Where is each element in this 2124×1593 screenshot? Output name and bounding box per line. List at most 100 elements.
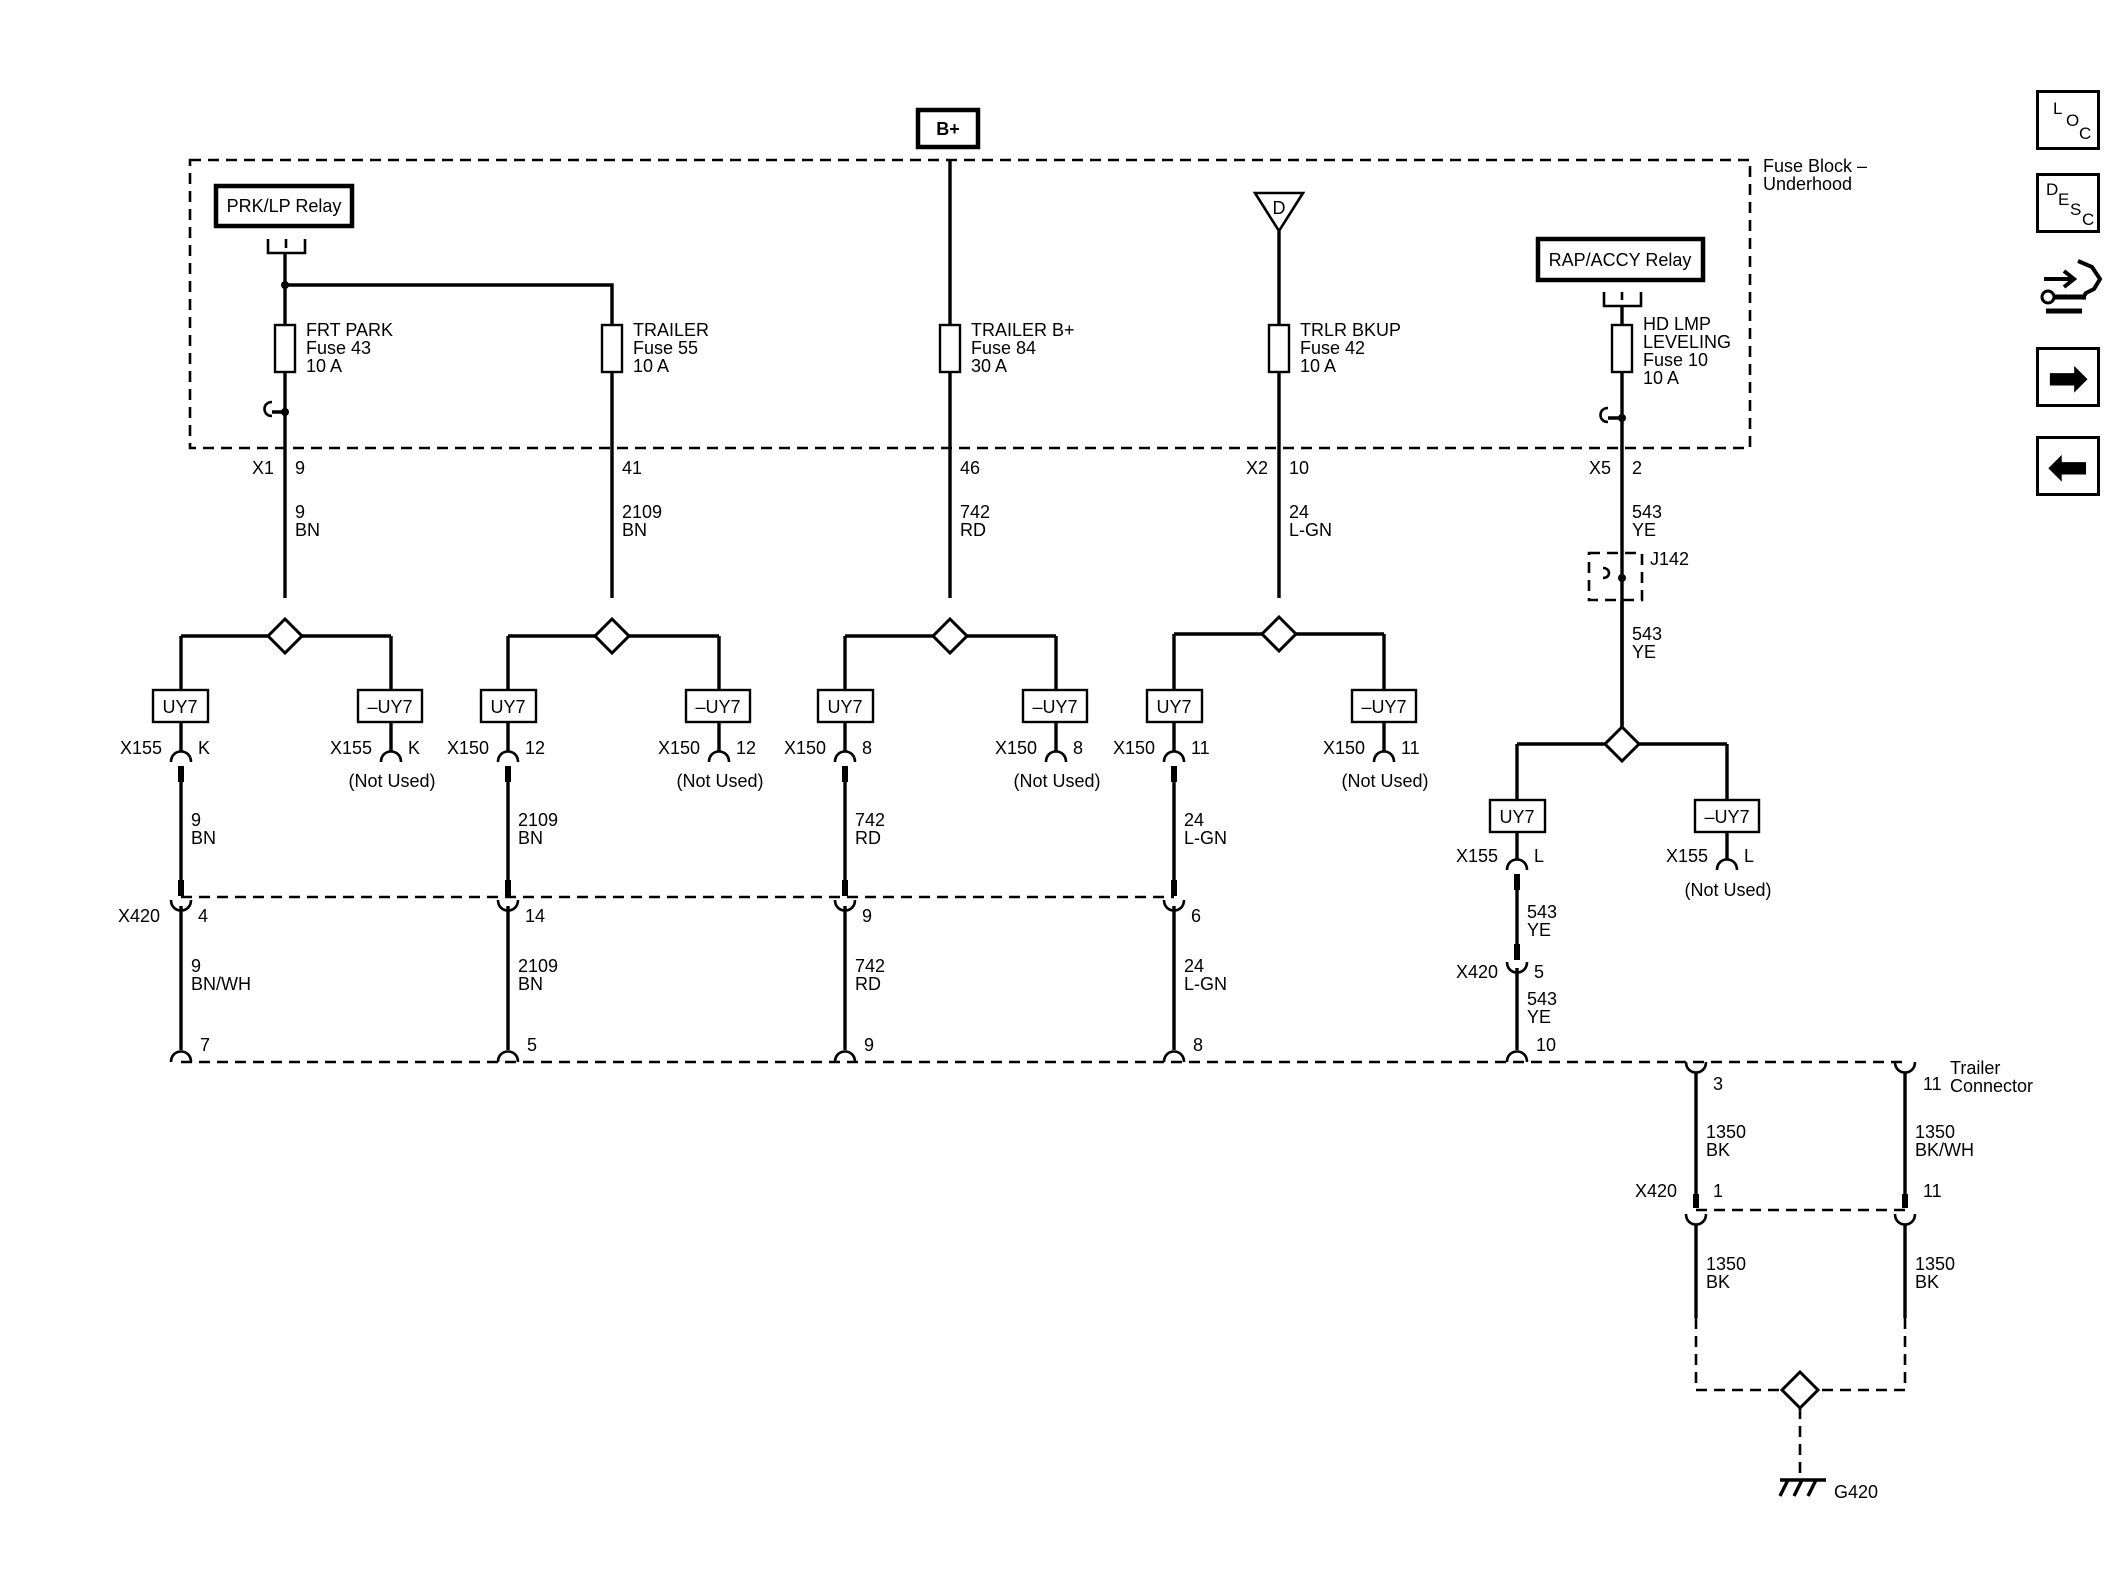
- block-pin-2: 2: [1632, 458, 1642, 478]
- block-conn-x2: X2: [1246, 458, 1268, 478]
- x420-ground-label: X420: [1635, 1181, 1677, 1201]
- without-conn-label: X150: [995, 738, 1037, 758]
- connector-male: [1171, 766, 1177, 782]
- no-uy7-box-2: [684, 688, 752, 724]
- uy7-label: UY7: [827, 697, 862, 717]
- fuse-label-trailer-b-plus: TRAILER B+ Fuse 84 30 A: [971, 320, 1075, 376]
- connector-female: [1505, 858, 1529, 871]
- with-pin-label: L: [1534, 846, 1544, 866]
- without-pin-label: 12: [736, 738, 756, 758]
- not-used-label: (Not Used): [348, 771, 435, 791]
- uy7-label: UY7: [1156, 697, 1191, 717]
- not-used-label: (Not Used): [1341, 771, 1428, 791]
- x420-ground-pin: 1: [1713, 1181, 1723, 1201]
- node-prk-split: [281, 281, 289, 289]
- fuse-number: Fuse 55: [633, 338, 698, 358]
- uy7-box-5: [1488, 798, 1547, 834]
- fuse-number: Fuse 84: [971, 338, 1036, 358]
- desc-letter-e: E: [2058, 190, 2070, 209]
- wire-label-color: RD: [855, 828, 881, 848]
- loc-letter-o: O: [2066, 111, 2080, 130]
- inline-connectors: [169, 750, 1529, 974]
- not-used-label: (Not Used): [1684, 880, 1771, 900]
- connector-info-button[interactable]: [2036, 253, 2106, 323]
- d-ref-label: D: [1273, 198, 1286, 218]
- no-uy7-box-4: [1350, 688, 1418, 724]
- with-conn-label: X155: [120, 738, 162, 758]
- wire-label-circuit: 543: [1632, 502, 1662, 522]
- location-button[interactable]: L O C: [2036, 90, 2100, 150]
- stub-connector: [379, 750, 403, 763]
- connector-female: [833, 899, 857, 912]
- wire-label-color: BN: [622, 520, 647, 540]
- x420-pin: 9: [862, 906, 872, 926]
- wire-label-color: BK/WH: [1915, 1140, 1974, 1160]
- description-button[interactable]: D E S C: [2036, 173, 2100, 233]
- uy7-label: UY7: [162, 697, 197, 717]
- socket: [169, 1050, 193, 1063]
- ground-symbol: [1778, 1478, 1826, 1497]
- fuse-name: TRAILER B+: [971, 320, 1075, 340]
- arrow-right-icon: ➡: [2047, 349, 2089, 407]
- fuse-block-outline: [188, 158, 1752, 450]
- option-branch-2: [506, 616, 721, 690]
- trailer-pin: 5: [527, 1035, 537, 1055]
- trailer-connector-title: Trailer: [1950, 1058, 2000, 1078]
- fuse-label-hd-lmp-leveling: HD LMP LEVELING Fuse 10 10 A: [1643, 314, 1731, 388]
- wire-label-circuit: 2109: [518, 810, 558, 830]
- fuse-rating: 10 A: [633, 356, 669, 376]
- previous-page-button[interactable]: ⬅: [2036, 436, 2100, 496]
- option-diamond: [930, 616, 970, 656]
- next-page-button[interactable]: ➡: [2036, 347, 2100, 407]
- fuse-rating: 10 A: [1300, 356, 1336, 376]
- not-used-label: (Not Used): [1013, 771, 1100, 791]
- wire-label-circuit: 24: [1184, 810, 1204, 830]
- no-uy7-label: –UY7: [1032, 697, 1077, 717]
- wire-label-circuit: 742: [960, 502, 990, 522]
- lower-wire-runs: [179, 722, 1519, 1050]
- j142-splice-outline: [1587, 551, 1644, 602]
- wire-label-color: YE: [1632, 642, 1656, 662]
- block-pin-46: 46: [960, 458, 980, 478]
- fuse-name: TRLR BKUP: [1300, 320, 1401, 340]
- connector-male: [178, 766, 184, 782]
- fuse-rating: 10 A: [1643, 368, 1679, 388]
- prk-feed-wire: [283, 253, 614, 325]
- wire-label-color: BK: [1706, 1272, 1730, 1292]
- fuse-name: FRT PARK: [306, 320, 393, 340]
- stub-connector: [1715, 858, 1739, 871]
- wire-label-circuit: 543: [1632, 624, 1662, 644]
- connector-male: [1693, 1194, 1699, 1208]
- fuse-rating: 10 A: [306, 356, 342, 376]
- trailer-pin: 11: [1923, 1074, 1942, 1094]
- option-diamond: [1602, 724, 1642, 764]
- with-pin-label: 8: [862, 738, 872, 758]
- without-pin-label: K: [408, 738, 420, 758]
- with-conn-label: X155: [1456, 846, 1498, 866]
- wire-label-circuit: 24: [1184, 956, 1204, 976]
- connector-female: [1893, 1213, 1917, 1226]
- rap-accy-relay-box: [1535, 236, 1706, 283]
- fusible-link-5: [1599, 406, 1609, 424]
- socket: [1162, 1050, 1186, 1063]
- arrow-left-icon: ⬅: [2047, 438, 2089, 496]
- fuse-number: Fuse 42: [1300, 338, 1365, 358]
- fuse-rating: 30 A: [971, 356, 1007, 376]
- wire-label-circuit: 1350: [1706, 1122, 1746, 1142]
- not-used-stubs: [379, 722, 1739, 871]
- connector-male: [1514, 874, 1520, 890]
- wire-label-color: BN/WH: [191, 974, 251, 994]
- fuse-name-2: LEVELING: [1643, 332, 1731, 352]
- wire-label-color: BN: [518, 974, 543, 994]
- ground-label: G420: [1834, 1482, 1878, 1502]
- wire-label-color: YE: [1527, 920, 1551, 940]
- desc-letter-s: S: [2070, 200, 2082, 219]
- trailer-pin: 8: [1193, 1035, 1203, 1055]
- no-uy7-box-1: [356, 688, 424, 724]
- desc-letter-c: C: [2082, 210, 2095, 229]
- wire-label-color: L-GN: [1184, 828, 1227, 848]
- wire-col5-top: [1608, 372, 1624, 728]
- stub-connector: [707, 750, 731, 763]
- rap-accy-relay-label: RAP/ACCY Relay: [1549, 250, 1692, 270]
